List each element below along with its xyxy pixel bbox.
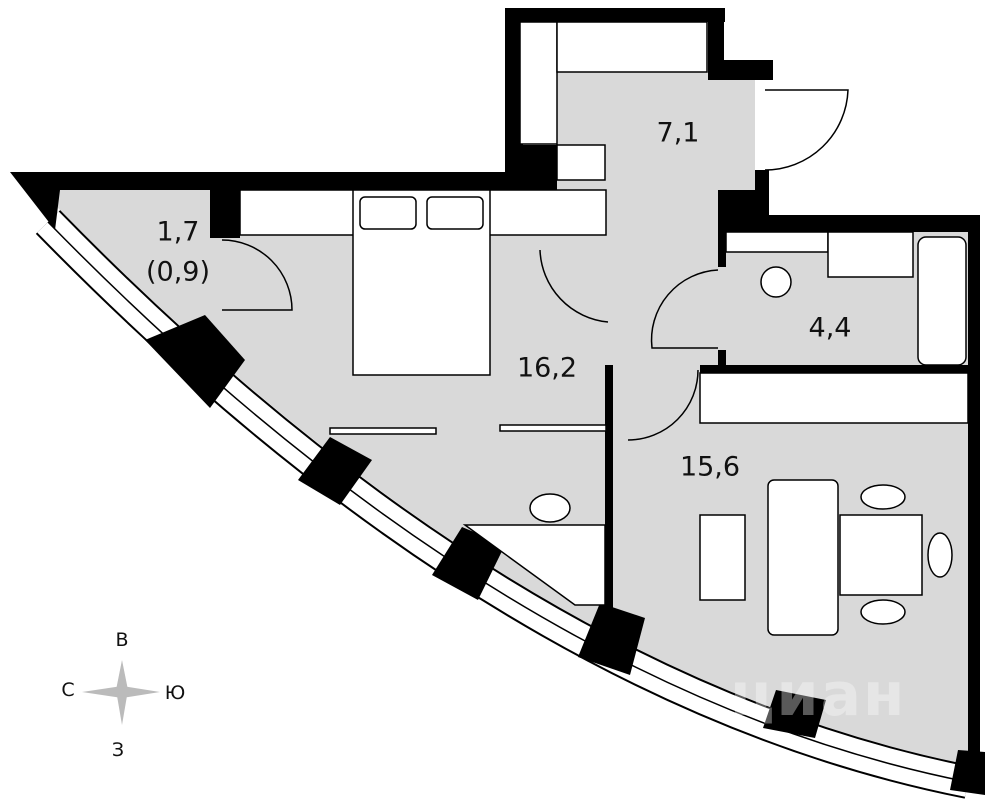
doors <box>221 89 849 441</box>
exterior-piers <box>145 315 985 795</box>
room-area-kitchen-living: 15,6 <box>679 451 741 483</box>
walls <box>10 8 980 760</box>
furniture <box>239 21 969 636</box>
room-area-wardrobe-note: (0,9) <box>145 256 211 288</box>
compass-south: Ю <box>164 682 186 704</box>
watermark: циан <box>730 660 907 730</box>
room-area-bedroom: 16,2 <box>516 352 578 384</box>
room-area-wardrobe: 1,7 <box>156 216 200 248</box>
compass-east: В <box>115 629 129 651</box>
room-area-hall: 7,1 <box>656 117 700 149</box>
compass-north: С <box>61 679 75 701</box>
compass-west: З <box>111 739 125 761</box>
room-area-bathroom: 4,4 <box>808 312 852 344</box>
